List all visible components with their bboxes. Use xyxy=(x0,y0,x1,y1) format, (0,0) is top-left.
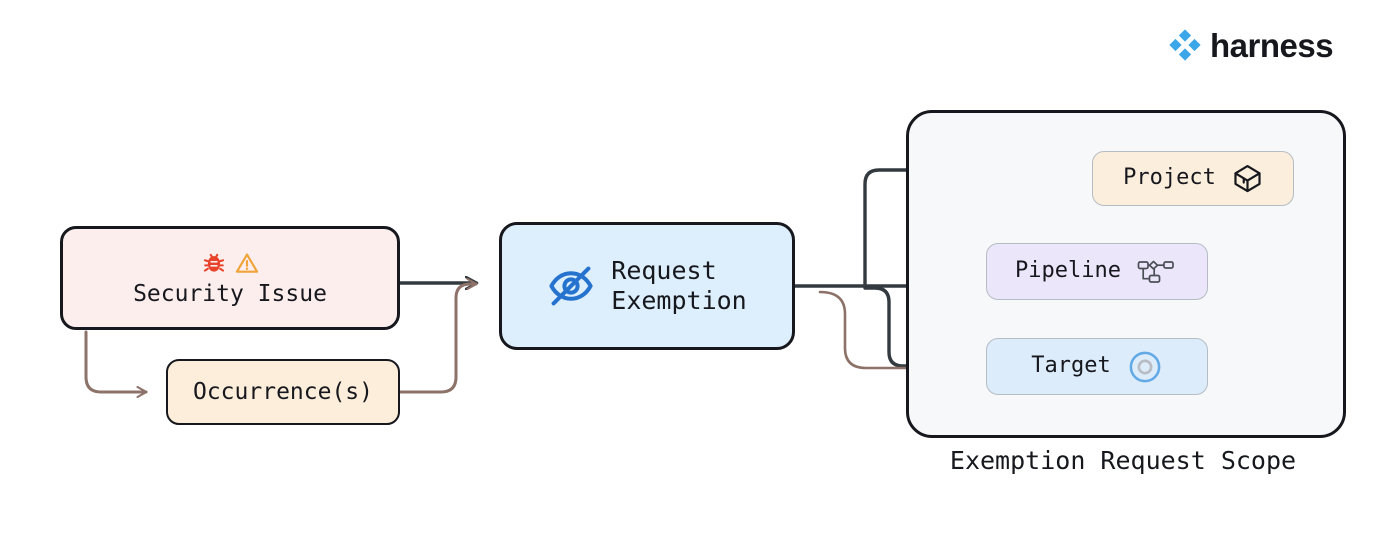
node-security-issue[interactable]: Security Issue xyxy=(60,226,400,330)
cube-icon xyxy=(1234,165,1261,193)
exemption-request-scope-label: Exemption Request Scope xyxy=(949,446,1297,475)
node-security-issue-label: Security Issue xyxy=(133,280,327,307)
node-request-exemption-label: Request Exemption xyxy=(611,255,747,316)
node-project-label: Project xyxy=(1123,165,1216,191)
node-pipeline-label: Pipeline xyxy=(1015,258,1121,284)
pipeline-nodes-icon xyxy=(1137,260,1174,283)
node-request-exemption[interactable]: Request Exemption xyxy=(499,222,795,350)
warning-triangle-icon xyxy=(235,253,258,273)
edge-occurrence-to-target xyxy=(818,290,950,368)
node-target[interactable]: Target xyxy=(986,338,1208,395)
edge-occurrence-to-request xyxy=(398,284,476,394)
node-target-label: Target xyxy=(1031,353,1111,379)
edge-request-to-target xyxy=(863,286,962,366)
bug-icon xyxy=(203,253,224,272)
eye-off-icon xyxy=(549,266,593,306)
node-project[interactable]: Project xyxy=(1092,151,1294,206)
target-circle-icon xyxy=(1129,351,1161,382)
harness-diamond-logo-icon xyxy=(1169,29,1201,61)
security-issue-icon-row xyxy=(201,248,260,278)
node-occurrences-label: Occurrence(s) xyxy=(192,378,373,405)
node-pipeline[interactable]: Pipeline xyxy=(986,243,1208,300)
harness-logo: harness xyxy=(1168,26,1334,64)
edge-security-to-occurrence xyxy=(84,330,146,392)
brand-name: harness xyxy=(1210,26,1334,64)
edge-request-to-project xyxy=(863,170,1068,288)
node-occurrences[interactable]: Occurrence(s) xyxy=(166,359,400,425)
